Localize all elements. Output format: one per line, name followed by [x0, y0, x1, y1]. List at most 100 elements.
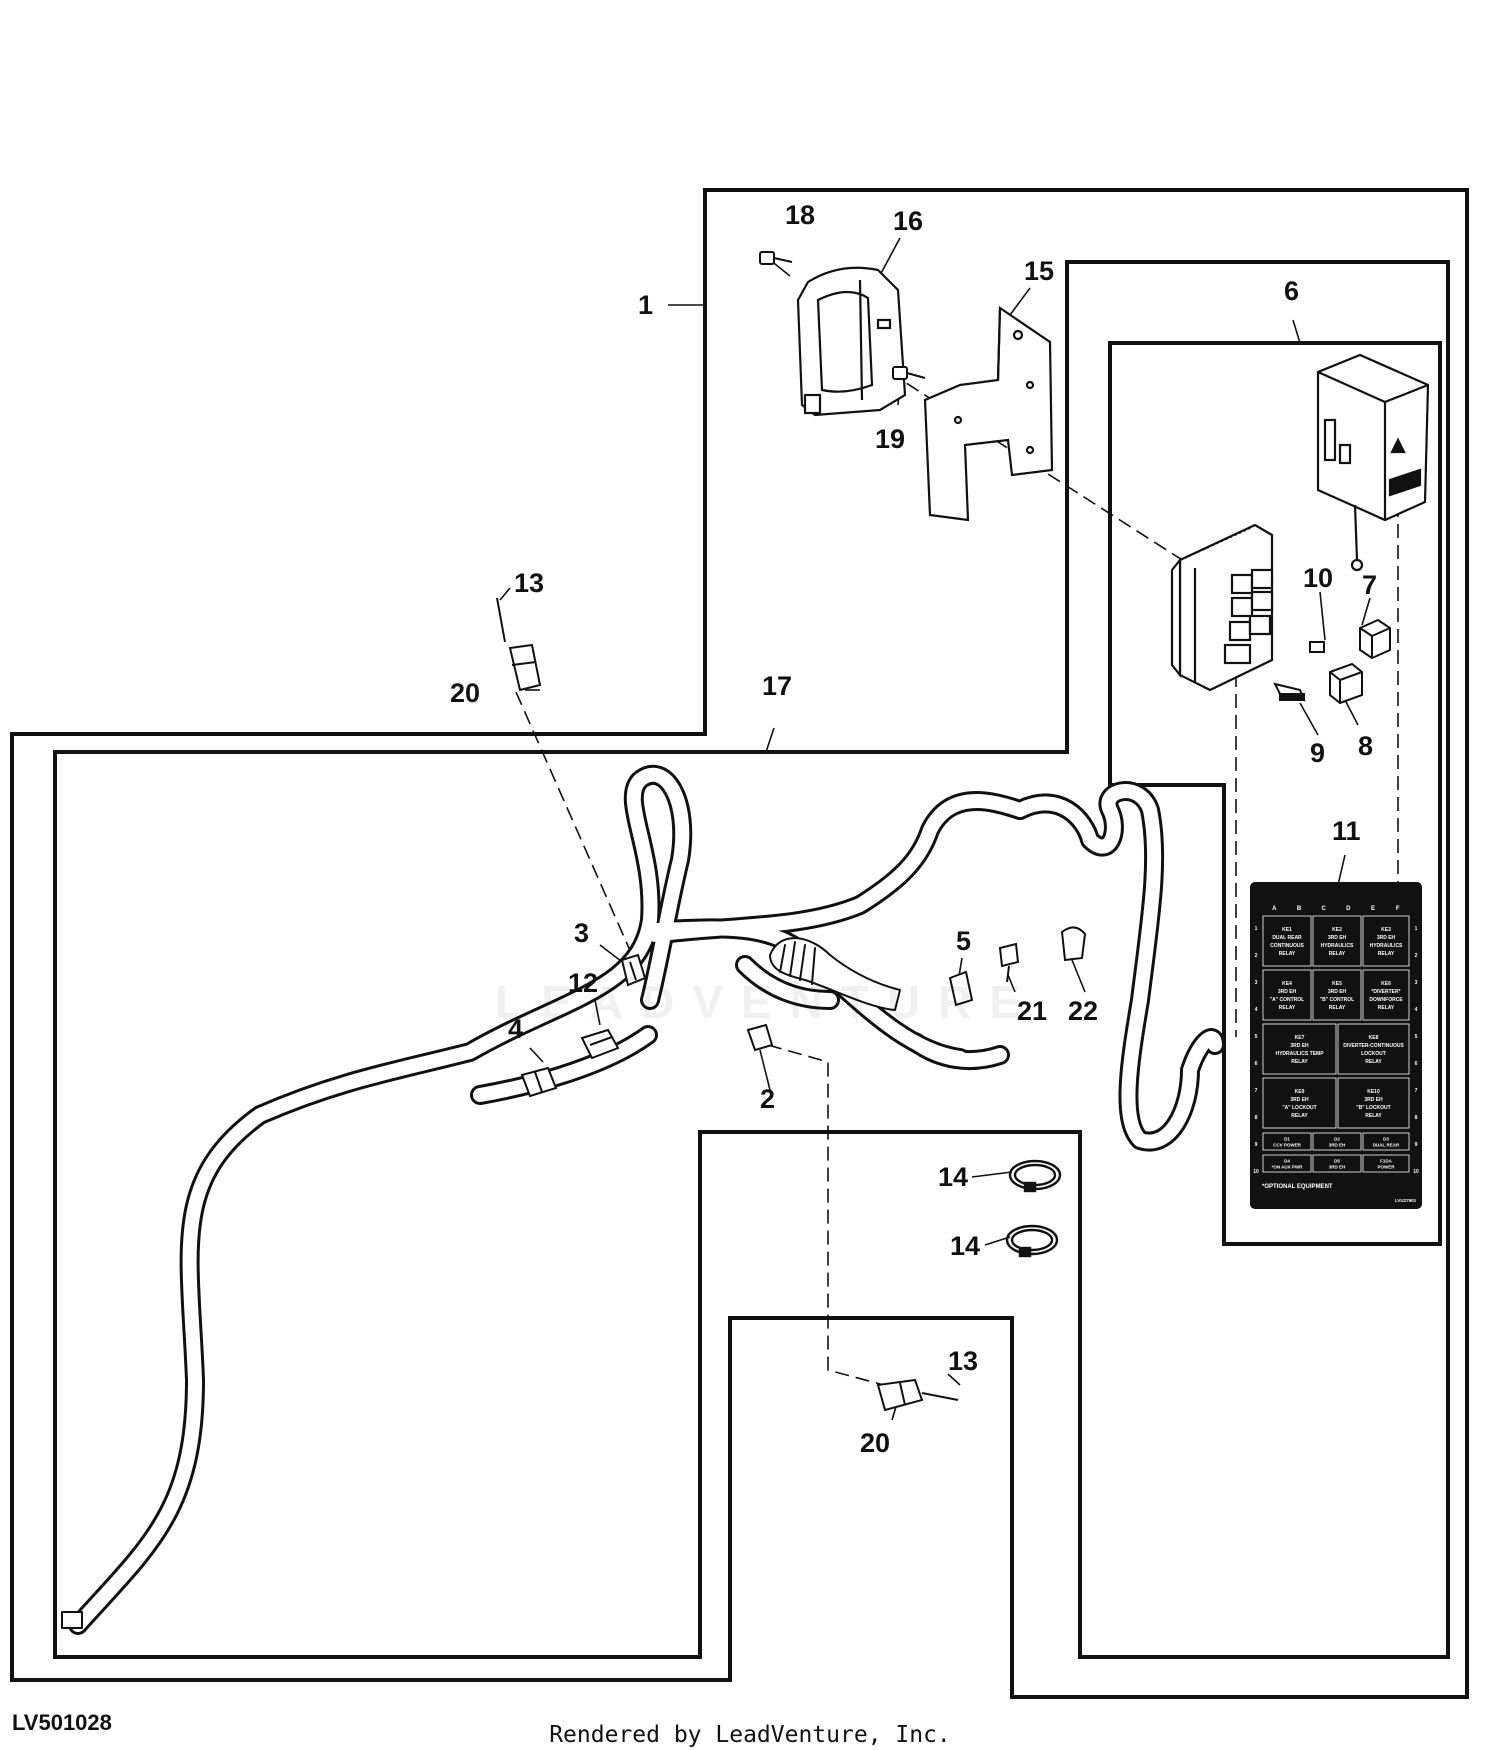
relay-8: [1329, 662, 1363, 705]
relay-label-row-number: 6: [1255, 1061, 1258, 1067]
svg-text:KE3: KE3: [1381, 927, 1391, 933]
callout-19: 19: [875, 424, 905, 454]
render-credit: Rendered by LeadVenture, Inc.: [549, 1722, 951, 1748]
svg-text:3RD EH: 3RD EH: [1329, 1143, 1346, 1148]
bracket-16: [796, 266, 907, 417]
callout-20-lower: 20: [860, 1428, 890, 1458]
callout-5: 5: [956, 926, 971, 956]
relay-label-row-number: 2: [1415, 953, 1418, 959]
relay-label-cell-d4: D4*ON AUX PWR: [1262, 1154, 1312, 1173]
relay-label-row-number: 4: [1255, 1007, 1258, 1013]
cable-tie-14-lower: [1005, 1224, 1059, 1258]
svg-text:3RD EH: 3RD EH: [1364, 1097, 1383, 1103]
svg-text:"A" LOCKOUT: "A" LOCKOUT: [1282, 1105, 1316, 1111]
connector-5: [948, 970, 974, 1007]
svg-text:POWER: POWER: [1377, 1165, 1395, 1170]
svg-text:DUAL REAR: DUAL REAR: [1373, 1143, 1400, 1148]
wiring-harness-17: [61, 764, 1225, 1635]
callout-18: 18: [785, 200, 815, 230]
relay-label-row-number: 5: [1415, 1034, 1418, 1040]
callout-6: 6: [1284, 276, 1299, 306]
relay-label-row-number: 7: [1415, 1088, 1418, 1094]
relay-label-row-number: 1: [1255, 926, 1258, 932]
terminal-21: [998, 942, 1020, 983]
svg-text:KE7: KE7: [1295, 1035, 1305, 1041]
relay-label-row-number: 1: [1415, 926, 1418, 932]
svg-text:RELAY: RELAY: [1329, 1005, 1346, 1011]
relay-label-row-number: 8: [1415, 1115, 1418, 1121]
relay-label-row-number: 3: [1415, 980, 1418, 986]
relay-label-column-letter: B: [1297, 906, 1302, 912]
svg-text:3RD EH: 3RD EH: [1328, 989, 1347, 995]
relay-label-row-number: 2: [1255, 953, 1258, 959]
callout-13-lower: 13: [948, 1346, 978, 1376]
svg-text:3RD EH: 3RD EH: [1290, 1097, 1309, 1103]
relay-box-cover-6: [1316, 353, 1430, 572]
callout-21: 21: [1017, 996, 1047, 1026]
leader-lines: [499, 237, 1371, 1421]
svg-text:3RD EH: 3RD EH: [1278, 989, 1297, 995]
bolt-18: [759, 251, 793, 265]
relay-label-part-code: LVU27901: [1395, 1198, 1417, 1203]
callout-14-upper: 14: [938, 1162, 968, 1192]
callout-2: 2: [760, 1084, 775, 1114]
svg-text:3RD EH: 3RD EH: [1329, 1165, 1346, 1170]
relay-label-row-number: 6: [1415, 1061, 1418, 1067]
connector-housing-20-lower: [876, 1378, 924, 1412]
connector-4: [520, 1066, 558, 1098]
relay-label-column-letter: E: [1371, 906, 1375, 912]
relay-label-row-number: 4: [1415, 1007, 1418, 1013]
svg-text:KE10: KE10: [1367, 1089, 1380, 1095]
svg-text:RELAY: RELAY: [1365, 1113, 1382, 1119]
callout-10: 10: [1303, 563, 1333, 593]
relay-label-column-letter: C: [1321, 906, 1326, 912]
svg-text:*DIVERTER*: *DIVERTER*: [1371, 989, 1400, 995]
watermark: LEADVENTURE: [495, 976, 1039, 1028]
svg-text:RELAY: RELAY: [1279, 951, 1296, 957]
svg-text:RELAY: RELAY: [1291, 1113, 1308, 1119]
callout-17: 17: [762, 671, 792, 701]
svg-text:RELAY: RELAY: [1291, 1059, 1308, 1065]
svg-text:3RD EH: 3RD EH: [1328, 935, 1347, 941]
svg-text:F1DA: F1DA: [1380, 1159, 1393, 1164]
svg-text:CCV POWER: CCV POWER: [1273, 1143, 1302, 1148]
relay-label-row-number: 10: [1413, 1169, 1419, 1175]
callout-8: 8: [1358, 731, 1373, 761]
relay-label-row-number: 7: [1255, 1088, 1258, 1094]
svg-text:KE9: KE9: [1295, 1089, 1305, 1095]
relay-label-row-number: 10: [1253, 1169, 1259, 1175]
svg-text:KE6: KE6: [1381, 981, 1391, 987]
svg-text:3RD EH: 3RD EH: [1377, 935, 1396, 941]
cable-tie-14-upper: [1008, 1159, 1062, 1193]
callout-7: 7: [1362, 570, 1377, 600]
clip-22: [1060, 926, 1087, 962]
svg-text:D5: D5: [1334, 1159, 1340, 1164]
svg-text:RELAY: RELAY: [1378, 1005, 1395, 1011]
svg-text:DIVERTER-CONTINUOUS: DIVERTER-CONTINUOUS: [1343, 1043, 1404, 1049]
outline-group-17: [53, 260, 1450, 1659]
relay-label-footnote: *OPTIONAL EQUIPMENT: [1262, 1184, 1333, 1190]
svg-text:"B" CONTROL: "B" CONTROL: [1320, 997, 1354, 1003]
svg-text:KE1: KE1: [1282, 927, 1292, 933]
callout-14-lower: 14: [950, 1231, 980, 1261]
relay-label-row-number: 5: [1255, 1034, 1258, 1040]
group-outlines: [10, 188, 1469, 1699]
relay-label-row-number: 9: [1255, 1142, 1258, 1148]
screw-19: [892, 366, 926, 380]
svg-text:KE4: KE4: [1282, 981, 1292, 987]
callout-1: 1: [638, 290, 653, 320]
relay-label-column-letter: F: [1396, 906, 1400, 912]
svg-text:D4: D4: [1284, 1159, 1290, 1164]
callout-4: 4: [508, 1014, 523, 1044]
fuse-9: [1273, 682, 1306, 702]
connector-2: [746, 1023, 774, 1052]
